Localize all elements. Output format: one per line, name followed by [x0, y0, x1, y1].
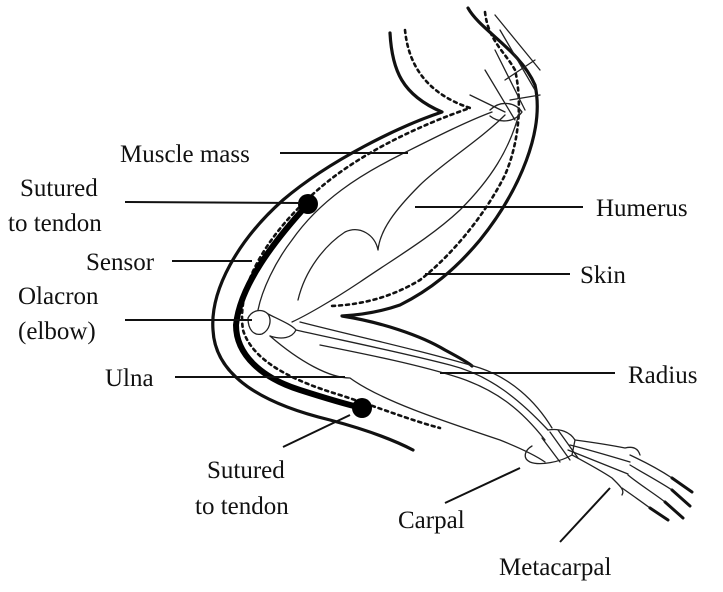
muscle-outline-dotted — [240, 10, 521, 430]
claw-1 — [670, 476, 694, 494]
labels: Muscle mass Sutured to tendon Sensor Ola… — [8, 141, 697, 581]
radius-line1 — [299, 321, 553, 429]
metacarpal-mid1 — [569, 444, 631, 463]
hip-lines — [469, 14, 541, 121]
metacarpal-lower — [571, 454, 624, 496]
forearm-bones — [247, 309, 553, 463]
leader-metacarpal — [559, 487, 611, 543]
muscle-dotted-right — [328, 10, 521, 308]
thigh-contours — [257, 14, 541, 323]
label-olacron-2: (elbow) — [18, 318, 96, 345]
label-sensor: Sensor — [86, 249, 155, 276]
skin-inner-upper — [340, 6, 539, 368]
suture-point-bottom — [352, 398, 372, 418]
hip-joint — [489, 102, 523, 122]
olecranon — [247, 309, 271, 336]
claws — [648, 476, 694, 522]
elbow-joint — [267, 313, 297, 339]
skin-outline — [211, 6, 539, 452]
radius-line2 — [319, 344, 546, 441]
sensor-assembly — [232, 194, 372, 418]
leader-sutured-top — [124, 201, 301, 204]
metacarpal-upper — [574, 439, 641, 456]
label-humerus: Humerus — [596, 195, 688, 222]
foot-bones — [524, 428, 691, 519]
label-muscle-mass: Muscle mass — [120, 141, 250, 168]
claw-2 — [670, 488, 692, 508]
muscle-dotted-left — [240, 28, 475, 430]
digits — [621, 454, 691, 519]
humerus-bone-bottom — [291, 109, 521, 323]
leader-lines — [124, 152, 615, 543]
label-ulna: Ulna — [105, 365, 154, 392]
carpal-bone — [524, 428, 576, 465]
sensor-wire — [232, 201, 365, 411]
ulna-top — [295, 329, 549, 431]
label-olacron-1: Olacron — [18, 283, 99, 310]
label-sutured-top-2: to tendon — [8, 210, 102, 237]
label-sutured-bottom-2: to tendon — [195, 493, 289, 520]
label-sutured-bottom-1: Sutured — [207, 457, 285, 484]
label-radius: Radius — [628, 362, 697, 389]
leader-sutured-bottom — [282, 414, 351, 448]
label-skin: Skin — [580, 262, 626, 289]
metacarpal-mid2 — [567, 449, 629, 475]
claw-3 — [663, 500, 685, 520]
suture-point-top — [298, 194, 318, 214]
label-sutured-top-1: Sutured — [20, 175, 98, 202]
leader-carpal — [444, 467, 521, 504]
claw-4 — [648, 506, 670, 522]
humerus-inner — [297, 114, 506, 301]
label-metacarpal: Metacarpal — [499, 554, 611, 581]
humerus-bone-top — [257, 111, 493, 311]
ulna-bottom — [269, 335, 546, 463]
skin-outer-upper — [211, 31, 444, 452]
label-carpal: Carpal — [398, 507, 465, 534]
